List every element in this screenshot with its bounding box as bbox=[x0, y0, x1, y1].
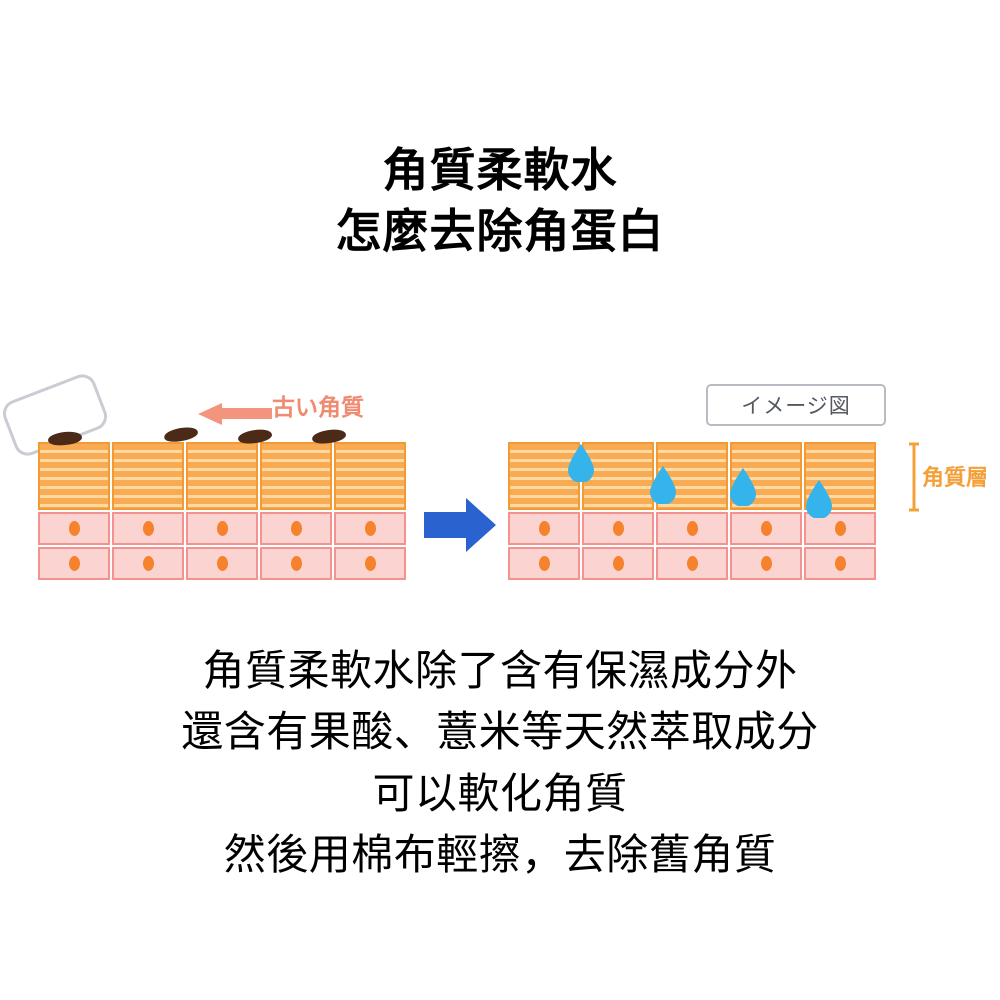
dermis-cell bbox=[38, 547, 110, 580]
dermis-cell bbox=[730, 512, 802, 545]
skin-diagram: 古い角質 イメージ図 bbox=[0, 370, 1000, 630]
dermis-row bbox=[508, 512, 876, 545]
title-line-2: 怎麼去除角蛋白 bbox=[335, 204, 665, 257]
keratin-cell bbox=[112, 442, 184, 510]
keratin-cell bbox=[334, 442, 406, 510]
keratin-layer-bracket-icon bbox=[909, 442, 919, 512]
old-keratin-arrow-icon bbox=[198, 403, 272, 425]
water-droplet-icon bbox=[568, 444, 594, 482]
dermis-cell bbox=[334, 512, 406, 545]
dermis-cell bbox=[334, 547, 406, 580]
dermis-cell bbox=[804, 547, 876, 580]
keratin-cell bbox=[186, 442, 258, 510]
description-line-4: 然後用棉布輕擦，去除舊角質 bbox=[223, 830, 777, 878]
dermis-cell bbox=[186, 547, 258, 580]
description-line-2: 還含有果酸、薏米等天然萃取成分 bbox=[181, 708, 819, 756]
water-droplet-icon bbox=[806, 480, 832, 518]
keratin-layer-label: 角質層 bbox=[922, 465, 989, 490]
keratin-layer-before bbox=[38, 442, 406, 510]
page-title: 角質柔軟水 怎麼去除角蛋白 bbox=[0, 140, 1000, 261]
dermis-row bbox=[38, 512, 406, 545]
description-line-1: 角質柔軟水除了含有保濕成分外 bbox=[202, 647, 798, 694]
dermis-cell bbox=[260, 547, 332, 580]
dermis-cell bbox=[582, 547, 654, 580]
dermis-cell bbox=[508, 547, 580, 580]
dermis-row bbox=[38, 547, 406, 580]
keratin-cell bbox=[260, 442, 332, 510]
water-droplet-icon bbox=[650, 466, 676, 504]
keratin-cell bbox=[38, 442, 110, 510]
skin-before bbox=[38, 442, 406, 580]
dermis-cell bbox=[508, 512, 580, 545]
old-keratin-label: 古い角質 bbox=[272, 394, 364, 420]
title-line-1: 角質柔軟水 bbox=[382, 144, 618, 196]
process-arrow-icon bbox=[424, 498, 496, 552]
description-line-3: 可以軟化角質 bbox=[372, 769, 628, 817]
dermis-cell bbox=[804, 512, 876, 545]
dermis-cell bbox=[38, 512, 110, 545]
dermis-cell bbox=[186, 512, 258, 545]
dermis-cell bbox=[112, 512, 184, 545]
dermis-cell bbox=[730, 547, 802, 580]
dermis-cell bbox=[656, 547, 728, 580]
dermis-cell bbox=[260, 512, 332, 545]
dermis-cell bbox=[112, 547, 184, 580]
water-droplet-icon bbox=[730, 468, 756, 506]
dermis-cell bbox=[656, 512, 728, 545]
keratin-cell bbox=[508, 442, 580, 510]
dermis-cell bbox=[582, 512, 654, 545]
description-text: 角質柔軟水除了含有保濕成分外 還含有果酸、薏米等天然萃取成分 可以軟化角質 然後… bbox=[0, 640, 1000, 885]
dermis-row bbox=[508, 547, 876, 580]
image-note-box: イメージ図 bbox=[706, 384, 886, 426]
